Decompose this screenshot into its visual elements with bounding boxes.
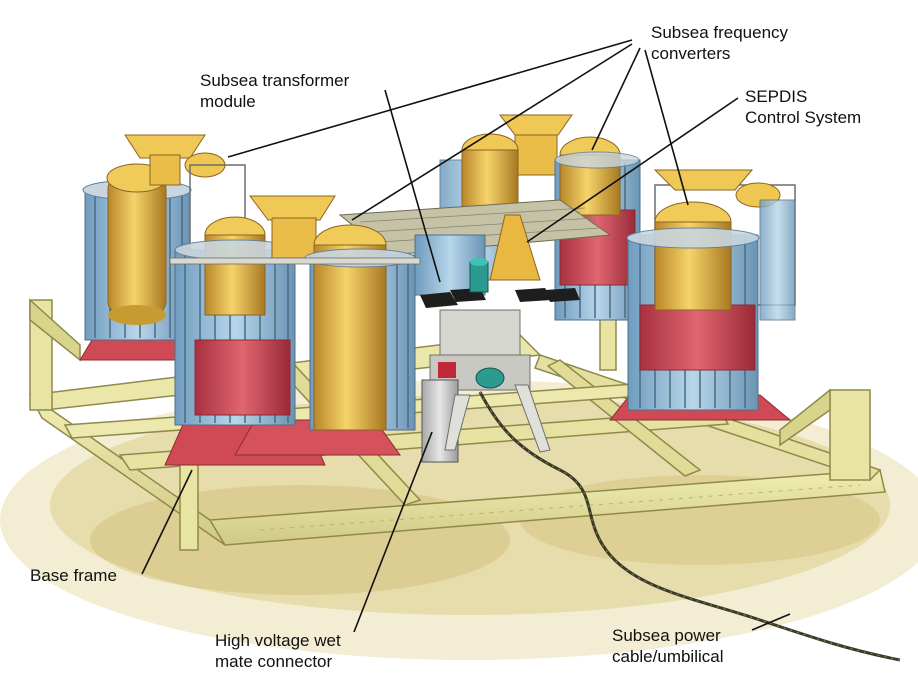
label-base-frame: Base frame (30, 566, 117, 585)
frequency-converter-module-right (608, 169, 796, 421)
leader-lines (141, 39, 791, 633)
label-subsea-transformer-module: Subsea transformer module (200, 71, 350, 111)
leader-frequency-2 (351, 43, 633, 221)
leader-frequency-1 (227, 39, 633, 158)
leader-power-cable (751, 613, 791, 631)
leader-frequency-4 (644, 49, 689, 206)
central-deck (338, 199, 612, 308)
leader-transformer (384, 89, 441, 283)
transformer-module-front (164, 195, 421, 466)
label-sepdis-control-system: SEPDIS Control System (745, 87, 862, 127)
leader-wet-mate (353, 431, 433, 633)
frequency-converter-module-left (79, 134, 246, 361)
wet-mate-connector-assembly (421, 309, 551, 463)
frequency-converter-module-back (439, 114, 641, 321)
leader-base-frame (141, 469, 193, 575)
leader-sepdis (526, 97, 739, 243)
leader-frequency-3 (591, 47, 641, 151)
label-high-voltage-wet-mate-connector: High voltage wet mate connector (215, 631, 341, 671)
label-subsea-frequency-converters: Subsea frequency converters (651, 23, 789, 63)
label-subsea-power-cable: Subsea power cable/umbilical (612, 626, 724, 666)
